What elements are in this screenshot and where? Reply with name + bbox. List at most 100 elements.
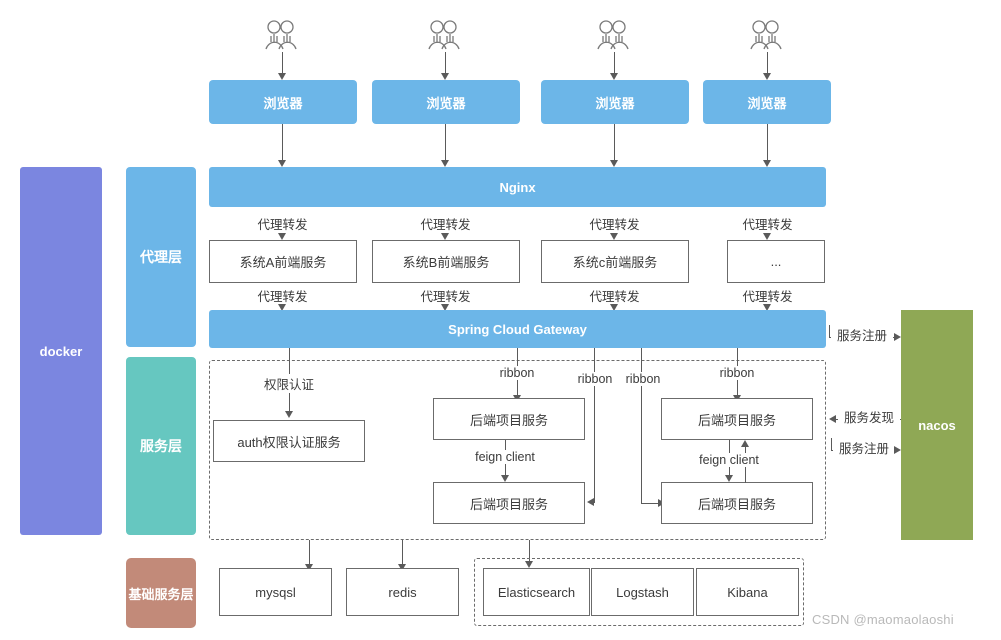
edge-label-service-discovery: 服务发现 (838, 407, 900, 426)
elk-service-box-kibana[interactable]: Kibana (696, 568, 799, 616)
browser-box-1[interactable]: 浏览器 (209, 80, 357, 124)
users-icon (260, 18, 304, 57)
edge-label-proxy-forward: 代理转发 (420, 290, 471, 304)
frontend-service-box-3[interactable]: 系统c前端服务 (541, 240, 689, 283)
backend-service-box-mid-top[interactable]: 后端项目服务 (433, 398, 585, 440)
edge-label-feign-client: feign client (690, 453, 768, 467)
browser-box-3[interactable]: 浏览器 (541, 80, 689, 124)
frontend-service-box-4[interactable]: ... (727, 240, 825, 283)
arrowhead-nginx-to-frontend (440, 233, 449, 240)
browser-box-2[interactable]: 浏览器 (372, 80, 520, 124)
frontend-service-label: 系统B前端服务 (402, 255, 490, 270)
edge-label-ribbon: ribbon (706, 366, 768, 380)
edge-label-proxy-forward: 代理转发 (257, 290, 308, 304)
arrowhead-nginx-to-frontend (609, 233, 618, 240)
arrowhead-browser-to-nginx (440, 160, 449, 167)
edge-label-ribbon: ribbon (486, 366, 548, 380)
edge-label-proxy-forward: 代理转发 (742, 218, 793, 232)
layer-block-proxy: 代理层 (126, 167, 196, 347)
connector-browser-to-nginx (445, 124, 446, 161)
spring-cloud-gateway-bar[interactable]: Spring Cloud Gateway (209, 310, 826, 348)
auth-service-label: auth权限认证服务 (237, 434, 341, 450)
watermark: CSDN @maomaolaoshi (812, 612, 954, 627)
infra-service-label: mysqsl (255, 584, 296, 600)
infra-service-box-mysql[interactable]: mysqsl (219, 568, 332, 616)
arrowhead-user-to-browser (277, 73, 286, 80)
arrowhead-frontend-to-gateway (609, 304, 618, 311)
arrowhead-user-to-browser (762, 73, 771, 80)
browser-label: 浏览器 (595, 95, 635, 111)
arrowhead-gateway-to-nacos (894, 332, 901, 341)
edge-label-proxy-forward: 代理转发 (420, 218, 471, 232)
frontend-service-label: 系统A前端服务 (239, 255, 327, 270)
users-icon (745, 18, 789, 57)
edge-label-ribbon: ribbon (612, 372, 674, 386)
arrowhead-services-to-redis (397, 564, 406, 571)
arrowhead-frontend-to-gateway (277, 304, 286, 311)
arrowhead-feign-mid (500, 475, 509, 482)
auth-service-box[interactable]: auth权限认证服务 (213, 420, 365, 462)
backend-service-label: 后端项目服务 (697, 496, 776, 512)
infra-service-label: redis (388, 584, 417, 600)
arrowhead-nginx-to-frontend (277, 233, 286, 240)
arrowhead-gateway-to-mid-bottom (587, 498, 594, 506)
connector-services-to-mysql (309, 540, 310, 565)
layer-label-docker: docker (39, 343, 83, 359)
edge-label-proxy-forward: 代理转发 (589, 290, 640, 304)
connector-services-to-redis (402, 540, 403, 565)
users-icon (423, 18, 467, 57)
arrowhead-browser-to-nginx (762, 160, 771, 167)
frontend-service-label: 系统c前端服务 (572, 255, 658, 270)
edge-label-ribbon: ribbon (564, 372, 626, 386)
connector-services-nacos-stub (831, 438, 832, 450)
layer-block-infra: 基础服务层 (126, 558, 196, 628)
edge-label-auth-check: 权限认证 (251, 374, 327, 393)
arrowhead-services-to-nacos (894, 445, 901, 454)
connector-user-to-browser (767, 52, 768, 74)
nacos-box[interactable]: nacos (901, 310, 973, 540)
elk-dashed-container (474, 558, 804, 626)
edge-label-feign-client: feign client (466, 450, 544, 464)
browser-label: 浏览器 (747, 95, 787, 111)
connector-gateway-to-mid-bottom (594, 348, 595, 503)
infra-service-box-redis[interactable]: redis (346, 568, 459, 616)
arrowhead-services-to-elk (524, 561, 533, 568)
nacos-label: nacos (918, 417, 956, 433)
elk-service-label: Elasticsearch (497, 584, 576, 600)
connector-browser-to-nginx (614, 124, 615, 161)
edge-label-service-register: 服务注册 (831, 325, 893, 344)
frontend-service-label: ... (770, 254, 782, 269)
frontend-service-box-2[interactable]: 系统B前端服务 (372, 240, 520, 283)
arrowhead-services-to-mysql (304, 564, 313, 571)
layer-label-service: 服务层 (140, 438, 182, 454)
gateway-label: Spring Cloud Gateway (448, 321, 587, 337)
arrowhead-nacos-discovery (829, 414, 836, 423)
browser-label: 浏览器 (263, 95, 303, 111)
arrowhead-frontend-to-gateway (440, 304, 449, 311)
elk-service-box-elasticsearch[interactable]: Elasticsearch (483, 568, 590, 616)
backend-service-box-right-bottom[interactable]: 后端项目服务 (661, 482, 813, 524)
backend-service-box-right-top[interactable]: 后端项目服务 (661, 398, 813, 440)
connector-browser-to-nginx (282, 124, 283, 161)
layer-label-infra: 基础服务层 (128, 586, 194, 602)
arrowhead-browser-to-nginx (277, 160, 286, 167)
browser-box-4[interactable]: 浏览器 (703, 80, 831, 124)
arrowhead-gateway-to-auth (284, 411, 293, 418)
connector-user-to-browser (445, 52, 446, 74)
arrowhead-frontend-to-gateway (762, 304, 771, 311)
backend-service-label: 后端项目服务 (469, 412, 548, 428)
edge-label-proxy-forward: 代理转发 (589, 218, 640, 232)
backend-service-box-mid-bottom[interactable]: 后端项目服务 (433, 482, 585, 524)
nginx-bar[interactable]: Nginx (209, 167, 826, 207)
arrowhead-nginx-to-frontend (762, 233, 771, 240)
edge-label-service-register: 服务注册 (833, 438, 895, 457)
users-icon-glyph (597, 20, 629, 50)
layer-block-service: 服务层 (126, 357, 196, 535)
frontend-service-box-1[interactable]: 系统A前端服务 (209, 240, 357, 283)
connector-user-to-browser (614, 52, 615, 74)
connector-gateway-nacos-stub (829, 325, 830, 337)
elk-service-box-logstash[interactable]: Logstash (591, 568, 694, 616)
arrowhead-browser-to-nginx (609, 160, 618, 167)
connector-gateway-to-right-bottom-h (641, 503, 659, 504)
